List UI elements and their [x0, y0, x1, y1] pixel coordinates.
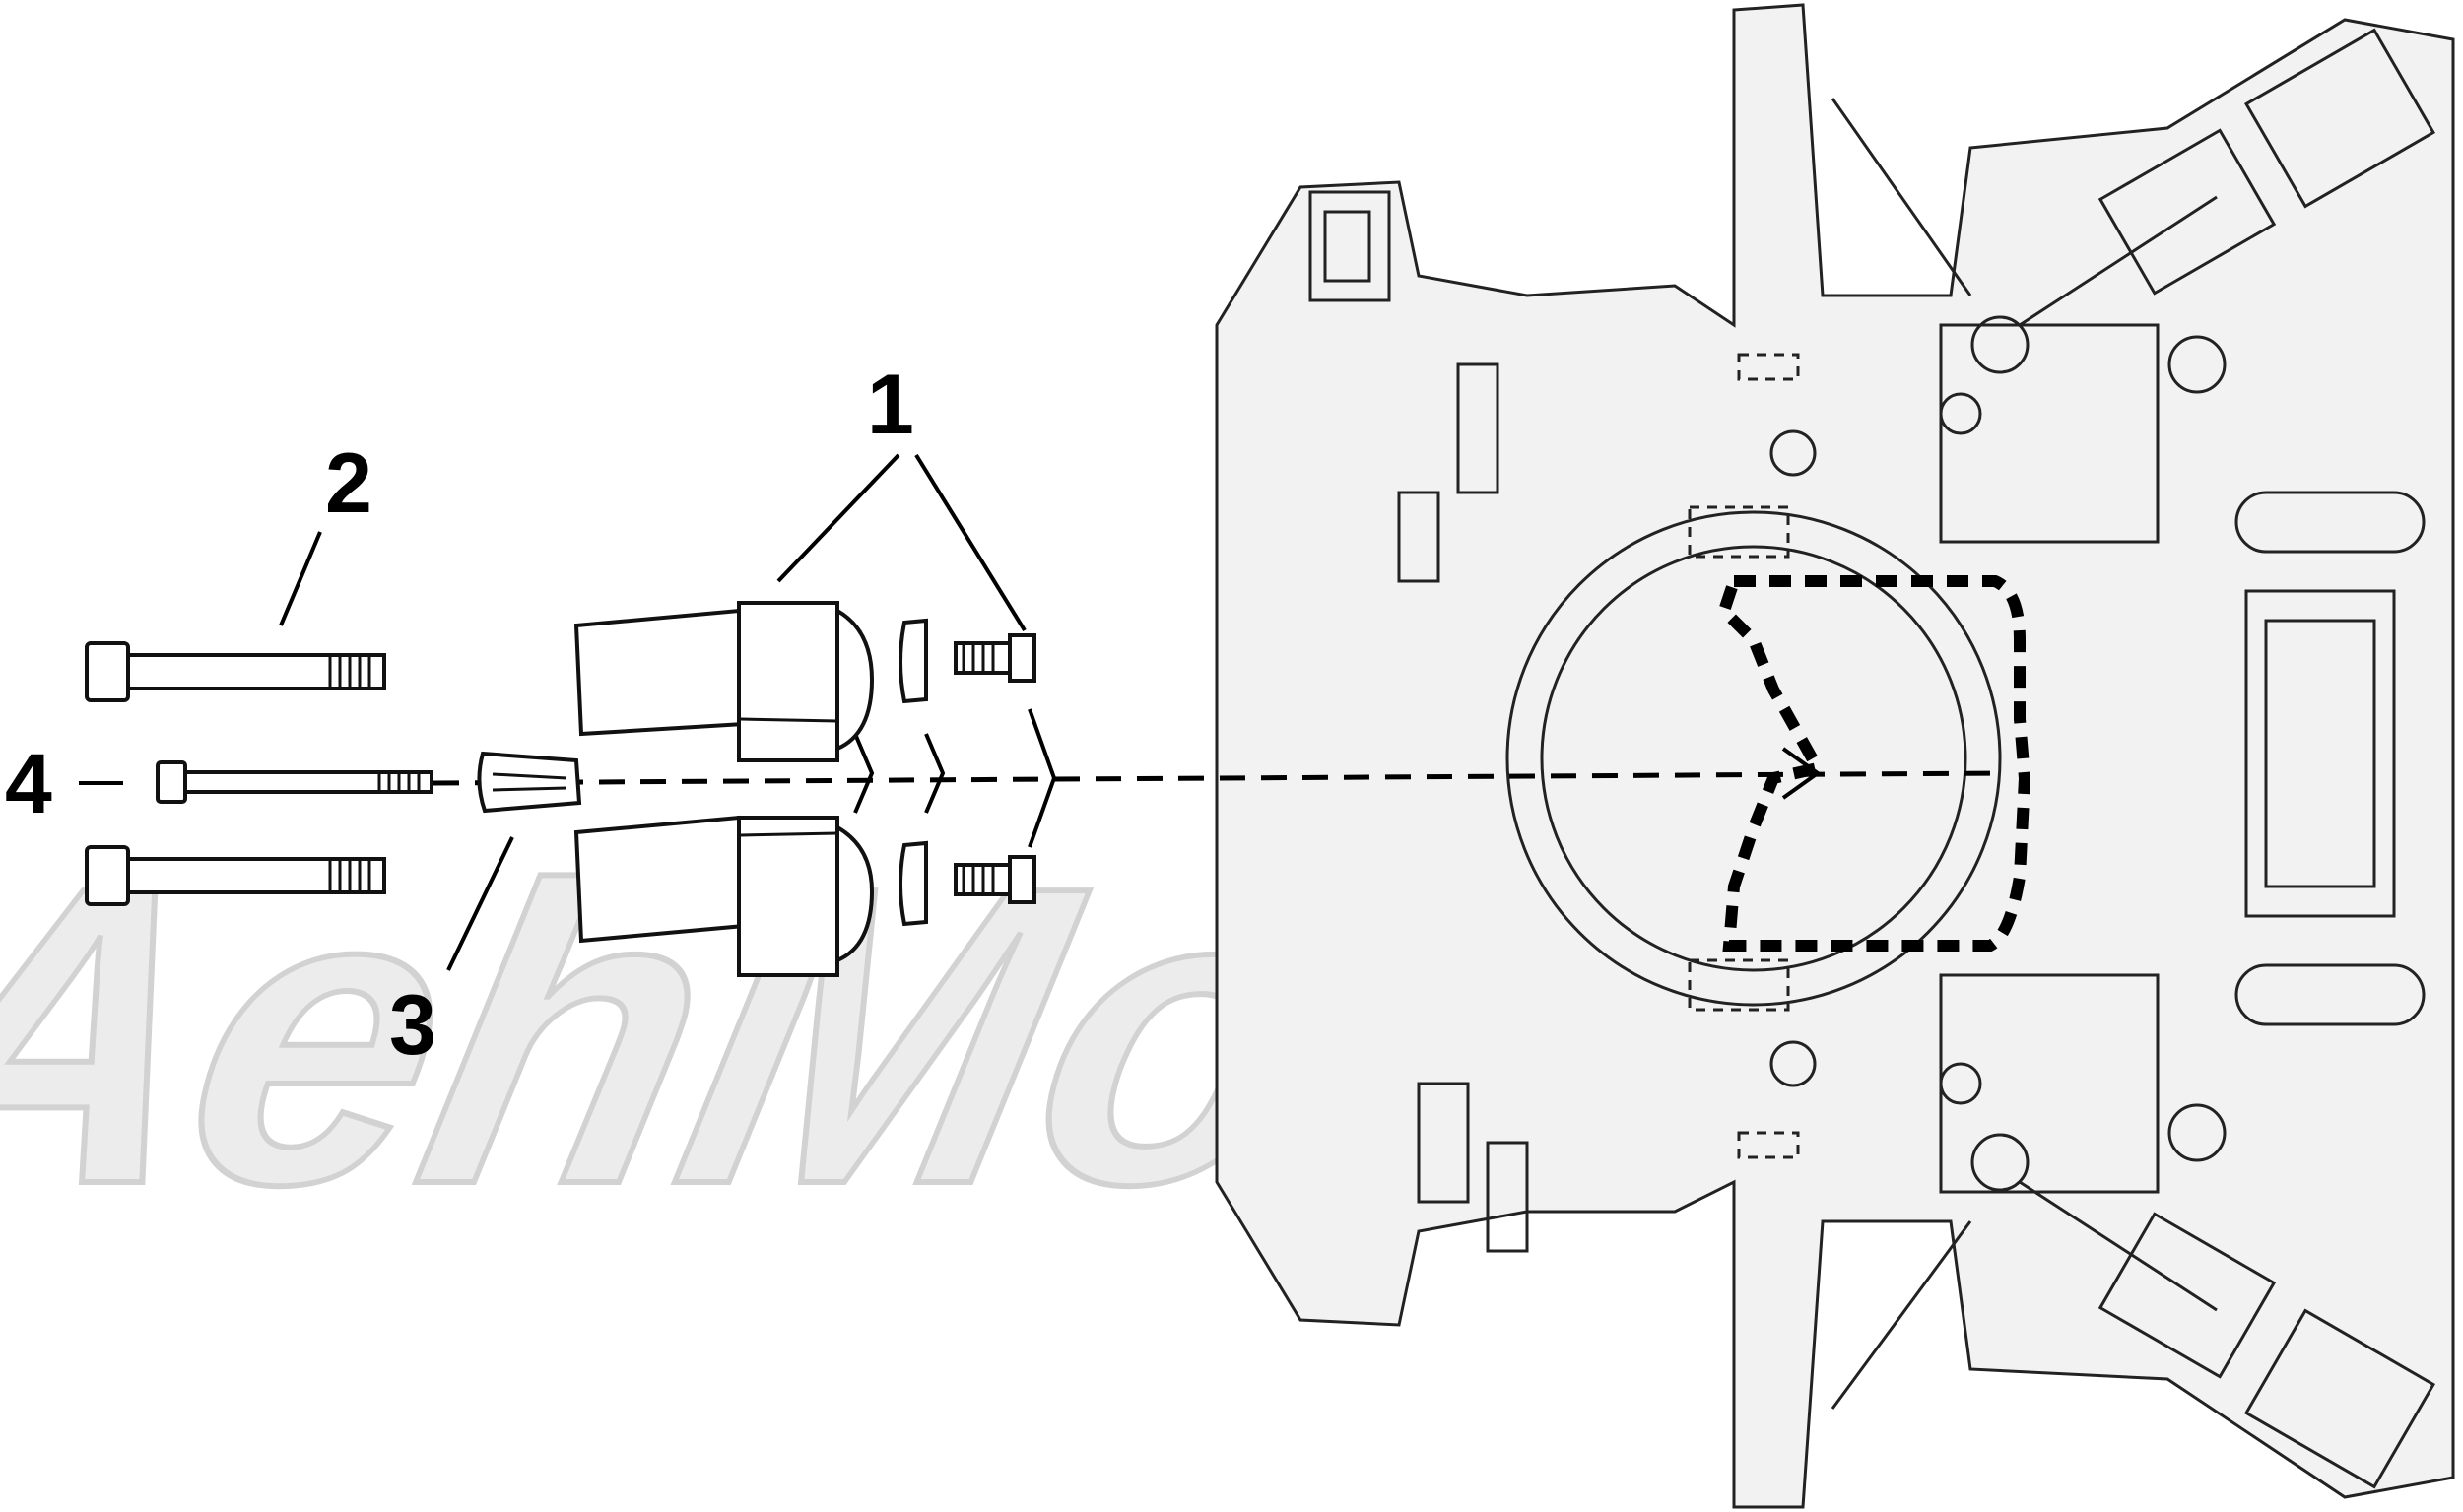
short-bolt-upper — [954, 633, 1036, 683]
callout-3: 3 — [389, 978, 436, 1073]
assembly-axis — [433, 770, 2001, 786]
long-bolt-lower — [85, 845, 386, 906]
callout-2: 2 — [325, 436, 372, 531]
callout-4: 4 — [5, 737, 52, 831]
long-bolt-upper — [85, 641, 386, 702]
engine-crankcase — [1215, 3, 2455, 1509]
leader-lines — [79, 453, 1027, 971]
part-3-tapered-sleeve — [477, 751, 582, 814]
tool-installed-outline — [1717, 575, 2031, 952]
part-1-collar-assembly — [573, 601, 1036, 977]
part-4-thin-bolt — [156, 760, 433, 804]
short-bolt-lower — [954, 855, 1036, 904]
direction-chevrons — [853, 708, 1822, 848]
callout-1: 1 — [867, 358, 914, 452]
part-2-long-bolts — [85, 641, 386, 906]
